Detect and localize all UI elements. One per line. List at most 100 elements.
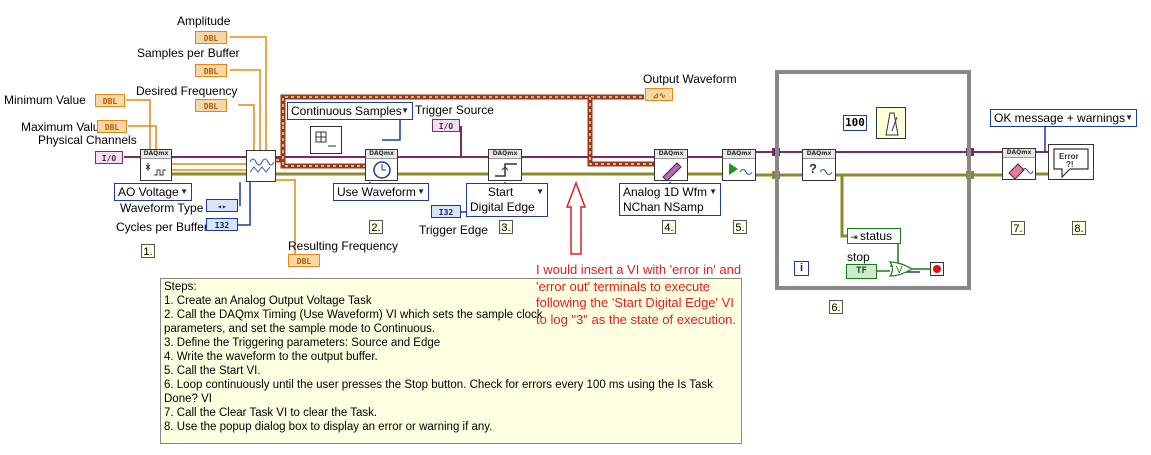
or-gate: V [888,261,914,277]
trigger-source-label: Trigger Source [415,103,494,117]
daqmx-write-vi[interactable]: DAQmx [654,149,688,181]
create-channel-icon [145,163,166,176]
waveform-type-terminal[interactable]: ◂▸ [206,199,238,212]
daqmx-trigger-vi[interactable]: DAQmx [488,149,522,181]
use-waveform-selector[interactable]: Use Waveform [333,183,429,201]
steps-comment-box: Steps: 1. Create an Analog Output Voltag… [160,278,742,444]
cycles-per-buffer-terminal[interactable]: I32 [206,218,238,231]
status-unbundle[interactable]: ⇥status [847,228,901,244]
simple-error-handler-vi[interactable]: Error ?! [1048,144,1094,180]
svg-text:?!: ?! [1066,160,1074,169]
pencil-icon [662,162,682,180]
trigger-edge-terminal[interactable]: I32 [431,205,461,218]
notes-line: 5. Call the Start VI. [164,365,261,377]
amplitude-terminal[interactable]: DBL [195,31,227,44]
waveform-timing-vi[interactable] [310,126,342,154]
samples-per-buffer-label: Samples per Buffer [137,46,240,60]
stop-label: stop [847,250,870,264]
trigger-edge-icon [495,163,517,177]
resulting-frequency-terminal[interactable]: DBL [288,254,320,267]
daqmx-header: DAQmx [803,150,835,159]
ok-message-selector[interactable]: OK message + warnings [990,109,1137,127]
daqmx-header: DAQmx [141,150,171,159]
question-icon: ? [809,161,833,176]
svg-text:Error: Error [1059,152,1079,161]
maximum-value-label: Maximum Value [21,120,107,134]
step-label-1: 1. [141,244,155,258]
daqmx-start-vi[interactable]: DAQmx [722,149,756,181]
start-digital-edge-selector[interactable]: Start Digital Edge [466,183,548,217]
notes-line: 3. Define the Triggering parameters: Sou… [164,337,441,349]
notes-line: 8. Use the popup dialog box to display a… [164,421,493,433]
samples-per-buffer-terminal[interactable]: DBL [195,64,227,77]
cycles-per-buffer-label: Cycles per Buffer [116,220,208,234]
step-label-4: 4. [662,220,676,234]
daqmx-header: DAQmx [723,150,755,159]
create-channel-vi[interactable]: DAQmx [140,149,172,181]
maximum-value-terminal[interactable]: DBL [97,120,127,133]
resulting-frequency-label: Resulting Frequency [288,239,399,253]
analog-wfm-selector[interactable]: Analog 1D Wfm NChan NSamp [619,183,721,216]
trigger-source-terminal[interactable]: I/O [432,119,460,132]
analog-wfm-line2: NChan NSamp [623,200,704,214]
start-digital-edge-line2: Digital Edge [470,200,535,214]
output-waveform-label: Output Waveform [643,72,737,86]
daqmx-header: DAQmx [489,150,521,159]
play-icon [729,163,753,175]
physical-channels-terminal[interactable]: I/O [95,151,123,164]
daqmx-clear-task-vi[interactable]: DAQmx [1002,148,1036,180]
basic-function-generator-vi[interactable] [246,150,276,182]
step-label-3: 3. [499,220,513,234]
wait-ms-vi[interactable] [876,107,906,139]
task-wire [124,126,1048,158]
waveform-type-label: Waveform Type [120,201,204,215]
clock-icon [373,161,391,179]
step-label-5: 5. [733,220,747,234]
start-digital-edge-line1: Start [487,185,514,199]
step-label-2: 2. [369,220,383,234]
notes-line: 2. Call the DAQmx Timing (Use Waveform) … [164,309,543,321]
ao-voltage-selector[interactable]: AO Voltage [114,183,192,201]
continuous-samples-selector[interactable]: Continuous Samples [287,102,413,120]
loop-condition[interactable] [930,262,944,276]
error-dialog-icon: Error ?! [1053,148,1089,179]
waveform-wire [276,94,654,169]
desired-frequency-label: Desired Frequency [136,84,238,98]
step-label-7: 7. [1011,221,1025,235]
iteration-terminal: i [794,261,809,276]
daqmx-header: DAQmx [655,150,687,159]
unbundle-icon: ⇥ [850,232,858,242]
output-waveform-terminal[interactable]: ⊿∿ [645,88,673,101]
desired-frequency-terminal[interactable]: DBL [195,99,227,112]
minimum-value-terminal[interactable]: DBL [95,94,125,107]
waveform-icon: ⊿∿ [652,91,666,100]
timing-grid-icon [315,131,336,147]
notes-line: Done? VI [164,393,212,405]
svg-text:?: ? [809,161,817,176]
stop-condition-icon [933,265,941,273]
minimum-value-label: Minimum Value [4,93,86,107]
daqmx-is-task-done-vi[interactable]: DAQmx ? [802,149,836,181]
physical-channels-label: Physical Channels [38,133,137,147]
trigger-edge-label: Trigger Edge [419,223,488,237]
dbl-wire [126,36,296,260]
notes-line: 6. Loop continuously until the user pres… [164,379,713,391]
eraser-icon [1008,163,1034,179]
notes-line: Steps: [164,281,197,293]
notes-line: 1. Create an Analog Output Voltage Task [164,295,372,307]
stop-button-terminal[interactable]: TF [846,264,877,279]
insert-arrow [565,180,587,255]
notes-line: 7. Call the Clear Task VI to clear the T… [164,407,378,419]
daqmx-timing-vi[interactable]: DAQmx [365,149,398,181]
amplitude-label: Amplitude [177,14,231,28]
step-label-6: 6. [829,300,843,314]
daqmx-header: DAQmx [366,150,397,159]
notes-line: 4. Write the waveform to the output buff… [164,351,378,363]
analog-wfm-line1: Analog 1D Wfm [623,185,708,199]
daqmx-header: DAQmx [1003,149,1035,158]
svg-text:V: V [896,265,903,276]
wait-time-constant[interactable]: 100 [843,115,867,131]
insert-vi-annotation: I would insert a VI with 'error in' and … [536,262,742,327]
notes-line: parameters, and set the sample mode to C… [164,323,436,335]
